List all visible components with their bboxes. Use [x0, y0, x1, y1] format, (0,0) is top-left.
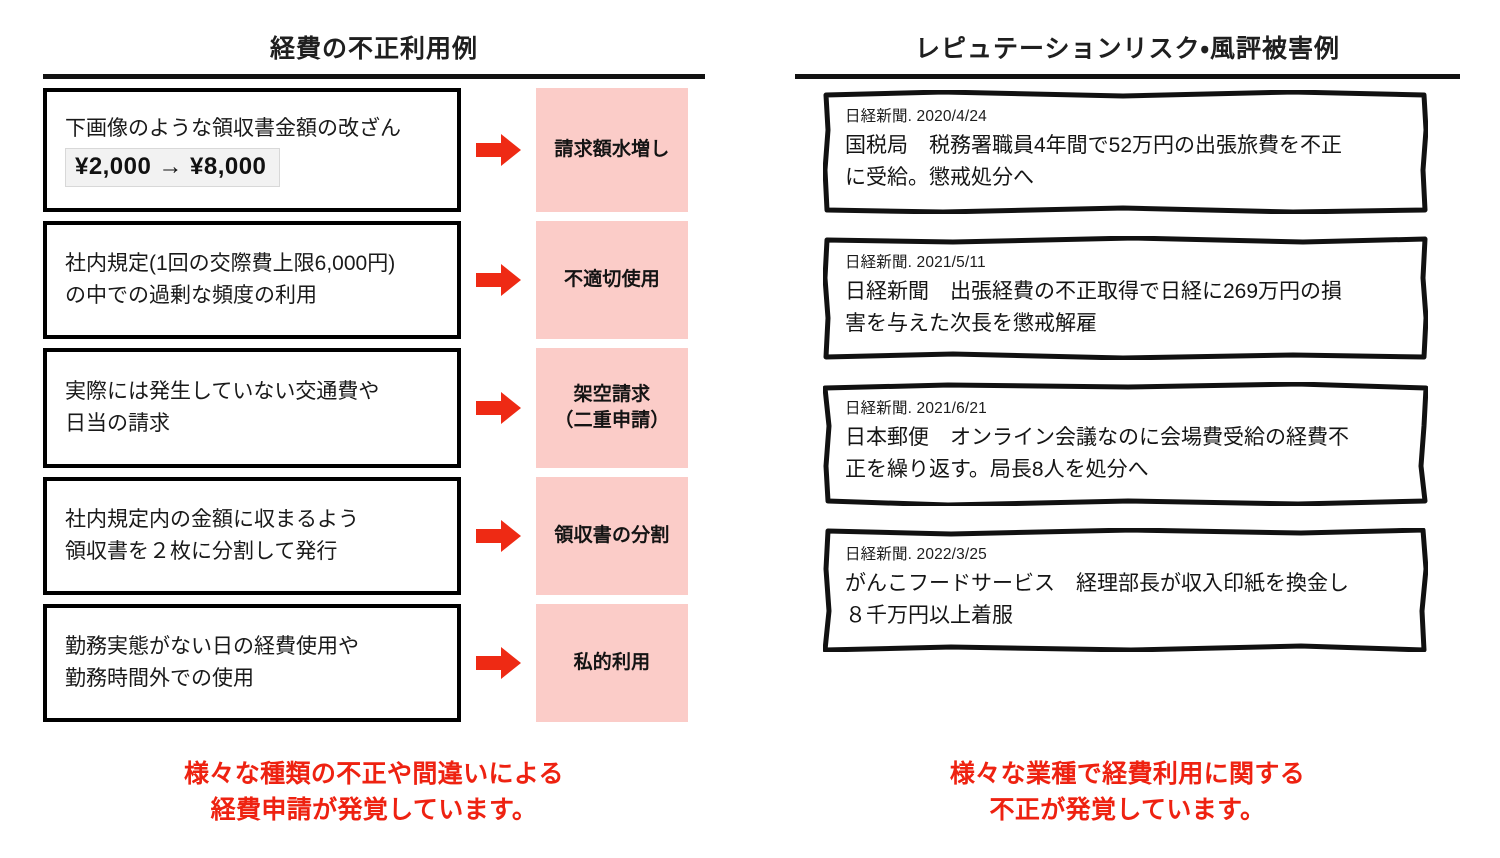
misuse-description-box: 社内規定(1回の交際費上限6,000円) の中での過剰な頻度の利用: [43, 221, 461, 339]
misuse-description-box: 実際には発生していない交通費や 日当の請求: [43, 348, 461, 468]
news-source: 日経新聞. 2022/3/25: [845, 546, 987, 563]
red-right-arrow-icon: [475, 392, 521, 424]
news-source: 日経新聞. 2021/5/11: [845, 254, 986, 271]
misuse-category-tag: 私的利用: [536, 604, 688, 722]
right-column-title: レピュテーションリスク・風評被害例: [914, 35, 1340, 63]
red-right-arrow-icon: [475, 264, 521, 296]
misuse-row: 勤務実態がない日の経費使用や 勤務時間外での使用 私的利用: [43, 604, 705, 722]
news-clipping: 日経新聞. 2021/6/21 日本郵便 オンライン会議なのに会場費受給の経費不…: [823, 382, 1428, 506]
news-clipping: 日経新聞. 2021/5/11 日経新聞 出張経費の不正取得で日経に269万円の…: [823, 236, 1428, 360]
misuse-description-line: の中での過剰な頻度の利用: [65, 284, 317, 307]
news-list: 日経新聞. 2020/4/24 国税局 税務署職員4年間で52万円の出張旅費を不…: [823, 90, 1428, 674]
right-conclusion-line: 様々な業種で経費利用に関する: [949, 760, 1306, 788]
misuse-category-label: 不適切使用: [564, 268, 660, 290]
right-column-rule: [795, 73, 1460, 79]
news-source: 日経新聞. 2020/4/24: [845, 108, 987, 125]
receipt-amount-chip: ¥2,000 → ¥8,000: [65, 148, 281, 188]
left-column-title: 経費の不正利用例: [269, 35, 478, 63]
right-conclusion-line: 不正が発覚しています。: [989, 795, 1266, 824]
news-source: 日経新聞. 2021/6/21: [845, 400, 987, 417]
right-column: レピュテーションリスク・風評被害例: [795, 0, 1460, 79]
arrow-cell: [461, 604, 536, 722]
news-body: 日経新聞 出張経費の不正取得で日経に269万円の損 害を与えた次長を懲戒解雇: [845, 276, 1410, 340]
news-clipping: 日経新聞. 2020/4/24 国税局 税務署職員4年間で52万円の出張旅費を不…: [823, 90, 1428, 214]
left-conclusion-line: 経費申請が発覚しています。: [210, 795, 538, 824]
misuse-description-line: 日当の請求: [65, 412, 170, 435]
red-right-arrow-icon: [475, 520, 521, 552]
misuse-category-label: 請求額水増し: [554, 138, 670, 160]
misuse-description-line: 社内規定内の金額に収まるよう: [65, 508, 359, 532]
arrow-cell: [461, 221, 536, 339]
news-body: がんこフードサービス 経理部長が収入印紙を換金し ８千万円以上着服: [845, 568, 1410, 632]
misuse-row: 社内規定内の金額に収まるよう 領収書を２枚に分割して発行 領収書の分割: [43, 477, 705, 595]
right-conclusion: 様々な業種で経費利用に関する 不正が発覚しています。: [795, 757, 1460, 828]
misuse-rows: 下画像のような領収書金額の改ざん ¥2,000 → ¥8,000 請求額水増し: [43, 88, 705, 731]
misuse-description-line: 社内規定(1回の交際費上限6,000円): [65, 252, 396, 276]
red-right-arrow-icon: [475, 134, 521, 166]
misuse-description-box: 下画像のような領収書金額の改ざん ¥2,000 → ¥8,000: [43, 88, 461, 212]
misuse-category-tag: 不適切使用: [536, 221, 688, 339]
news-body-line: 日本郵便 オンライン会議なのに会場費受給の経費不: [845, 426, 1349, 449]
arrow-cell: [461, 88, 536, 212]
left-column-rule: [43, 73, 705, 79]
news-body-line: ８千万円以上着服: [845, 604, 1013, 628]
arrow-cell: [461, 477, 536, 595]
misuse-row: 下画像のような領収書金額の改ざん ¥2,000 → ¥8,000 請求額水増し: [43, 88, 705, 212]
red-right-arrow-icon: [475, 647, 521, 679]
arrow-cell: [461, 348, 536, 468]
left-conclusion-line: 様々な種類の不正や間違いによる: [184, 760, 564, 788]
misuse-description-line: 実際には発生していない交通費や: [65, 380, 380, 404]
misuse-description-line: 領収書を２枚に分割して発行: [65, 540, 338, 563]
news-body-line: 国税局 税務署職員4年間で52万円の出張旅費を不正: [845, 134, 1343, 157]
news-body: 日本郵便 オンライン会議なのに会場費受給の経費不 正を繰り返す。局長8人を処分へ: [845, 422, 1410, 486]
news-body-line: 害を与えた次長を懲戒解雇: [845, 312, 1097, 336]
misuse-description-box: 勤務実態がない日の経費使用や 勤務時間外での使用: [43, 604, 461, 722]
news-clipping: 日経新聞. 2022/3/25 がんこフードサービス 経理部長が収入印紙を換金し…: [823, 528, 1428, 652]
news-body-line: 日経新聞 出張経費の不正取得で日経に269万円の損: [845, 280, 1343, 303]
misuse-category-tag: 架空請求 （二重申請）: [536, 348, 688, 468]
misuse-category-tag: 請求額水増し: [536, 88, 688, 212]
misuse-description-line: 勤務時間外での使用: [65, 667, 254, 690]
misuse-category-label: （二重申請）: [554, 410, 670, 431]
misuse-category-label: 架空請求: [573, 383, 651, 405]
misuse-description-line: 下画像のような領収書金額の改ざん: [65, 116, 401, 140]
misuse-row: 実際には発生していない交通費や 日当の請求 架空請求 （二重申請）: [43, 348, 705, 468]
news-body-line: がんこフードサービス 経理部長が収入印紙を換金し: [845, 572, 1349, 595]
misuse-description-box: 社内規定内の金額に収まるよう 領収書を２枚に分割して発行: [43, 477, 461, 595]
left-column: 経費の不正利用例: [43, 0, 705, 79]
news-body: 国税局 税務署職員4年間で52万円の出張旅費を不正 に受給。懲戒処分へ: [845, 130, 1410, 194]
misuse-category-label: 私的利用: [573, 651, 651, 673]
misuse-description-line: 勤務実態がない日の経費使用や: [65, 635, 359, 659]
news-body-line: に受給。懲戒処分へ: [845, 166, 1034, 190]
news-body-line: 正を繰り返す。局長8人を処分へ: [845, 458, 1149, 482]
misuse-category-label: 領収書の分割: [554, 524, 670, 546]
misuse-category-tag: 領収書の分割: [536, 477, 688, 595]
misuse-row: 社内規定(1回の交際費上限6,000円) の中での過剰な頻度の利用 不適切使用: [43, 221, 705, 339]
left-conclusion: 様々な種類の不正や間違いによる 経費申請が発覚しています。: [43, 757, 705, 828]
